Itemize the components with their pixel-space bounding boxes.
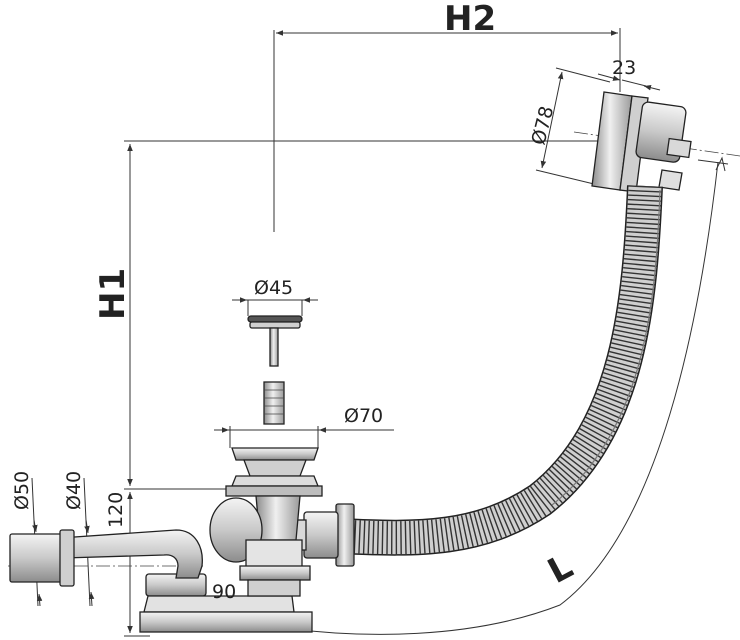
waste-body <box>209 447 323 581</box>
label-d45: Ø45 <box>254 277 293 299</box>
dimension-120 <box>124 492 150 637</box>
dimension-h2 <box>273 28 621 232</box>
dimension-23 <box>597 73 661 91</box>
label-h2: H2 <box>444 0 496 39</box>
label-90: 90 <box>212 581 236 603</box>
label-120: 120 <box>105 492 127 528</box>
overflow-hose <box>339 185 663 556</box>
dimension-l <box>284 156 729 635</box>
label-d50: Ø50 <box>11 471 33 510</box>
overflow-cover <box>591 91 692 193</box>
outlet-pipe <box>9 529 203 587</box>
waste-plug <box>247 315 303 425</box>
dimension-d45 <box>232 297 318 316</box>
dimension-d70 <box>214 426 394 448</box>
dimension-h1 <box>124 140 604 490</box>
dimension-d78 <box>535 67 611 185</box>
label-h1: H1 <box>93 268 133 320</box>
label-d40: Ø40 <box>63 471 85 510</box>
label-d70: Ø70 <box>344 405 383 427</box>
label-l: L <box>541 546 579 591</box>
label-23: 23 <box>612 57 636 79</box>
trap <box>139 573 313 633</box>
